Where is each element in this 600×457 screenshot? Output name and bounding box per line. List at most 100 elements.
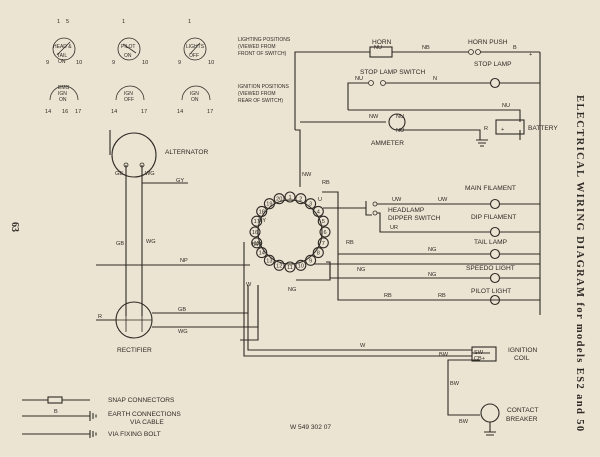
svg-text:TAIL LAMP: TAIL LAMP xyxy=(474,239,508,246)
terminal-10 xyxy=(295,259,307,271)
terminal-label: 14 xyxy=(259,251,265,257)
switch-dial-icon xyxy=(117,37,141,61)
svg-text:BW: BW xyxy=(450,381,460,387)
svg-text:AMMETER: AMMETER xyxy=(371,140,404,147)
svg-text:EARTH CONNECTIONS: EARTH CONNECTIONS xyxy=(108,411,181,418)
svg-text:17: 17 xyxy=(141,109,147,115)
svg-text:U: U xyxy=(318,197,322,203)
terminal-label: 13 xyxy=(266,258,272,264)
svg-text:STOP LAMP: STOP LAMP xyxy=(474,61,512,68)
svg-text:BW: BW xyxy=(252,242,262,248)
svg-text:NG: NG xyxy=(428,272,436,278)
dial2-top: PILOT xyxy=(121,44,135,50)
pilot-light-icon xyxy=(489,294,501,306)
svg-text:SNAP CONNECTORS: SNAP CONNECTORS xyxy=(108,397,175,404)
svg-text:14: 14 xyxy=(111,109,117,115)
contact-breaker-icon xyxy=(480,403,500,423)
svg-text:RB: RB xyxy=(384,293,392,299)
svg-text:FRONT OF SWITCH): FRONT OF SWITCH) xyxy=(238,51,287,57)
svg-text:10: 10 xyxy=(76,60,82,66)
terminal-block-icon xyxy=(257,199,323,265)
svg-text:NU: NU xyxy=(502,103,510,109)
dipper-switch-icon xyxy=(372,201,378,207)
svg-text:NP: NP xyxy=(180,258,188,264)
alternator: ALTERNATOR GB WG GY GB WG xyxy=(109,130,208,316)
svg-text:GB: GB xyxy=(178,307,186,313)
svg-text:GY: GY xyxy=(258,218,266,224)
terminal-label: 3 xyxy=(309,202,312,208)
terminal-label: 2 xyxy=(299,197,302,203)
svg-text:RB: RB xyxy=(322,180,330,186)
svg-text:COIL: COIL xyxy=(514,355,530,362)
terminal-6 xyxy=(319,226,331,238)
svg-text:GB: GB xyxy=(116,241,124,247)
svg-text:PILOT LIGHT: PILOT LIGHT xyxy=(471,288,511,295)
main-filament-icon xyxy=(489,198,501,210)
svg-text:HEADLAMP: HEADLAMP xyxy=(388,207,425,214)
snap-connector-icon xyxy=(47,396,63,404)
ignition-dial-icon xyxy=(49,85,79,101)
earth-icon xyxy=(476,139,488,147)
svg-text:VIA CABLE: VIA CABLE xyxy=(130,419,164,426)
rectifier-wire xyxy=(96,285,259,328)
stop-lamp-circuit: STOP LAMP SWITCH STOP LAMP NU N xyxy=(347,61,540,110)
svg-text:NU: NU xyxy=(355,76,363,82)
svg-text:W: W xyxy=(360,343,366,349)
svg-text:GY: GY xyxy=(176,178,184,184)
svg-text:10: 10 xyxy=(208,60,214,66)
terminal-label: 16 xyxy=(252,230,258,236)
dial2-pos: ON xyxy=(124,53,132,59)
terminal-label: 15 xyxy=(254,241,260,247)
svg-text:MAIN FILAMENT: MAIN FILAMENT xyxy=(465,185,516,192)
svg-text:CB+: CB+ xyxy=(474,356,485,362)
svg-text:BATTERY: BATTERY xyxy=(528,125,558,132)
terminal-11 xyxy=(284,261,296,273)
svg-text:9: 9 xyxy=(46,60,49,66)
svg-text:17: 17 xyxy=(207,109,213,115)
dial4-mid: IGN xyxy=(58,91,67,97)
horn-icon xyxy=(369,46,393,58)
terminal-4 xyxy=(312,205,324,217)
svg-text:NG: NG xyxy=(357,267,365,273)
svg-text:1: 1 xyxy=(122,19,125,25)
terminal-label: 8 xyxy=(317,251,320,257)
svg-text:NG: NG xyxy=(428,247,436,253)
svg-text:BREAKER: BREAKER xyxy=(506,416,538,423)
terminal-label: 6 xyxy=(323,230,326,236)
svg-text:WG: WG xyxy=(146,239,156,245)
terminal-12 xyxy=(273,259,285,271)
svg-text:16: 16 xyxy=(62,109,68,115)
terminal-15 xyxy=(251,237,263,249)
svg-text:SW: SW xyxy=(474,350,484,356)
svg-text:STOP LAMP SWITCH: STOP LAMP SWITCH xyxy=(360,69,425,76)
svg-text:R: R xyxy=(98,314,102,320)
terminal-5 xyxy=(317,215,329,227)
svg-text:NU: NU xyxy=(374,45,382,51)
terminal-18 xyxy=(256,205,268,217)
terminal-label: 7 xyxy=(322,241,325,247)
dial3-top: LIGHTS xyxy=(186,44,205,50)
horn-push-icon xyxy=(468,49,474,55)
svg-text:BW: BW xyxy=(439,352,449,358)
svg-text:NB: NB xyxy=(422,45,430,51)
terminal-label: 4 xyxy=(317,209,320,215)
terminal-13 xyxy=(263,254,275,266)
battery-feed-wire xyxy=(300,109,521,140)
tail-lamp-icon xyxy=(489,248,501,260)
dial4-pos: ON xyxy=(59,97,67,103)
svg-text:GB: GB xyxy=(115,171,123,177)
dial6-top: IGN xyxy=(190,91,199,97)
terminal-label: 10 xyxy=(298,263,304,269)
horn-circuit: HORN HORN PUSH NU NB B + xyxy=(294,39,540,130)
terminal-label: 9 xyxy=(309,258,312,264)
svg-text:CONTACT: CONTACT xyxy=(507,407,538,414)
svg-text:5: 5 xyxy=(66,19,69,25)
speedo-light-icon xyxy=(489,272,501,284)
terminal-label: 12 xyxy=(276,263,282,269)
dial4-top: EMG xyxy=(58,85,70,91)
svg-text:B: B xyxy=(54,409,58,415)
switch-link-icon xyxy=(56,41,201,56)
svg-text:VIA FIXING BOLT: VIA FIXING BOLT xyxy=(108,431,161,438)
dial3-pos: OFF xyxy=(189,53,199,59)
